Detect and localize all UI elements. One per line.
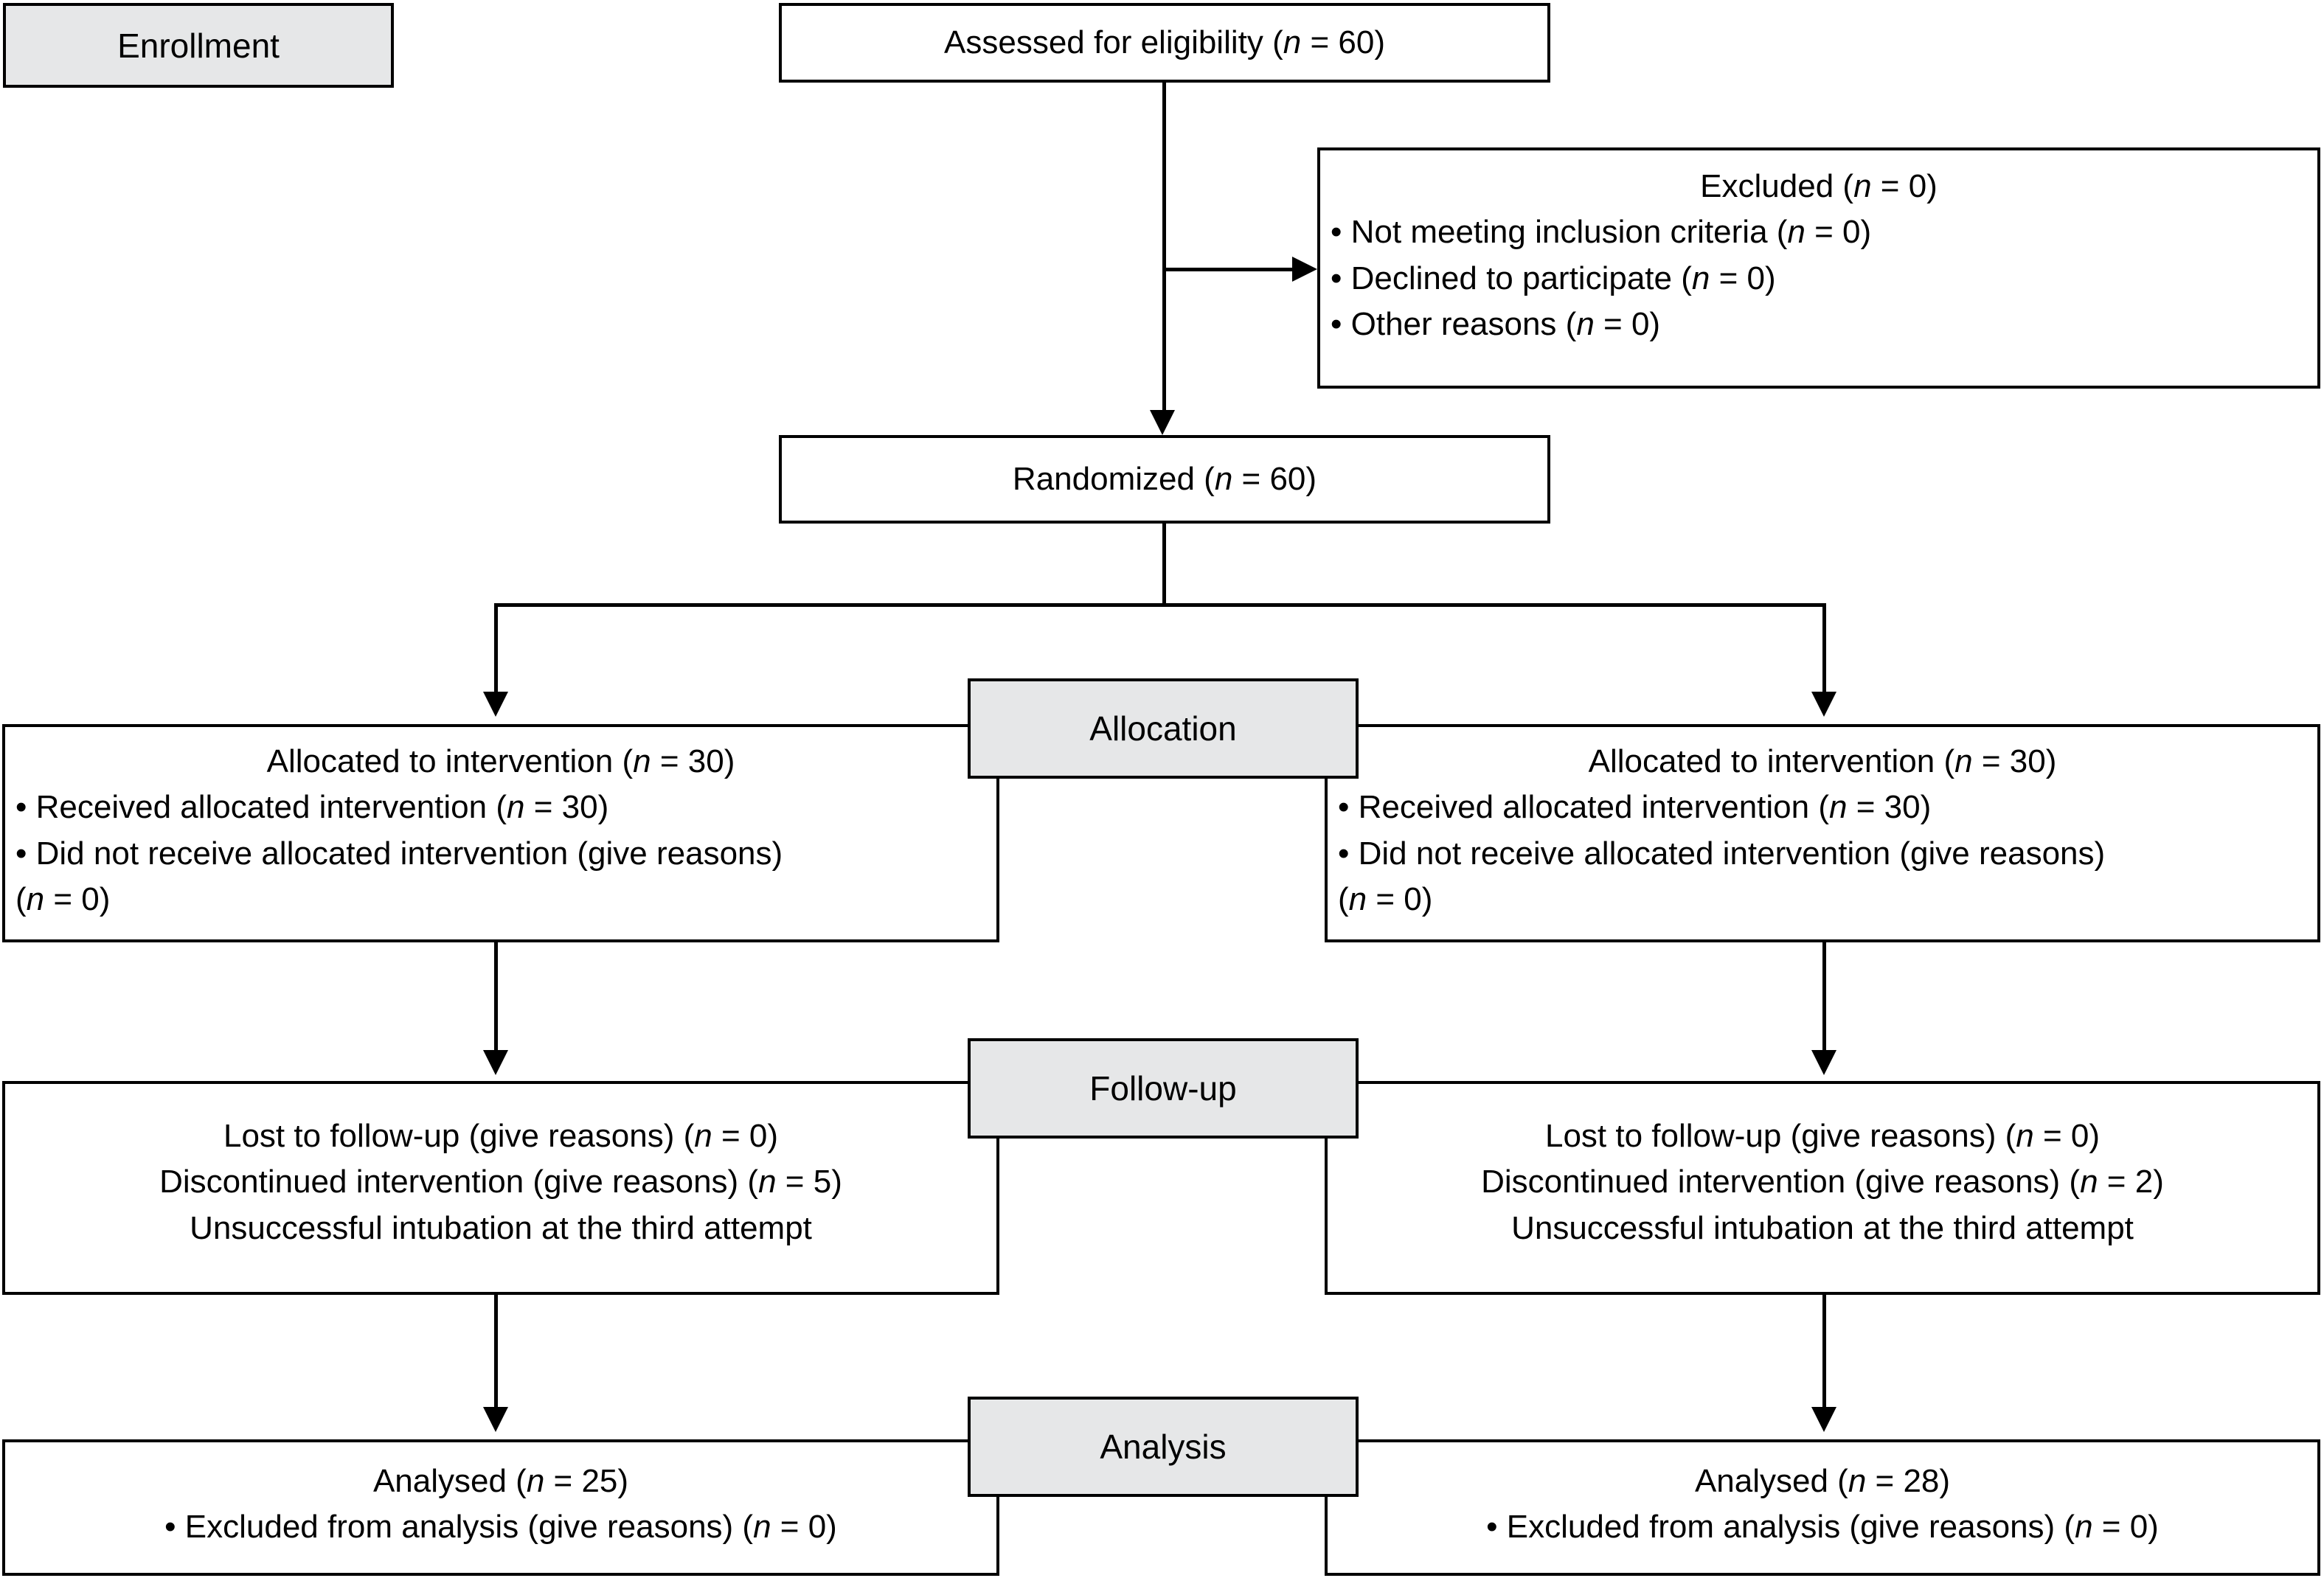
connector-split-left <box>494 603 498 695</box>
followup-left-line-0: Lost to follow-up (give reasons) (n = 0) <box>223 1118 779 1154</box>
box-excluded: Excluded (n = 0) • Not meeting inclusion… <box>1317 147 2320 389</box>
allocation-right-line-0: • Received allocated intervention (n = 3… <box>1338 789 1932 826</box>
n-italic: n <box>26 881 45 918</box>
arrow-to-excluded <box>1292 257 1317 282</box>
randomized-text: Randomized (n = 60) <box>1012 460 1317 497</box>
n-italic: n <box>1954 743 1973 779</box>
n-italic: n <box>2016 1118 2034 1154</box>
connector-assessed-to-excluded <box>1162 268 1295 271</box>
allocation-left-line-0: • Received allocated intervention (n = 3… <box>15 789 609 826</box>
stage-label-followup: Follow-up <box>968 1038 1359 1139</box>
stage-label-allocation-text: Allocation <box>1089 709 1237 748</box>
allocation-left-line-1: • Did not receive allocated intervention… <box>15 835 783 872</box>
n-italic: n <box>526 1463 545 1499</box>
n-italic: n <box>1829 789 1848 826</box>
connector-randomized-trunk <box>1162 524 1166 605</box>
analysis-left-line-0: • Excluded from analysis (give reasons) … <box>164 1509 837 1546</box>
n-italic: n <box>1853 168 1872 204</box>
allocation-right-line-1: • Did not receive allocated intervention… <box>1338 835 2106 872</box>
n-italic: n <box>1348 881 1367 918</box>
excluded-item-2: • Other reasons (n = 0) <box>1331 306 1661 343</box>
box-followup-left: Lost to follow-up (give reasons) (n = 0)… <box>2 1081 999 1295</box>
arrow-alloc-to-followup-right <box>1811 1050 1836 1075</box>
stage-label-allocation: Allocation <box>968 678 1359 779</box>
n-italic: n <box>1848 1463 1867 1499</box>
followup-right-line-2: Unsuccessful intubation at the third att… <box>1511 1209 2134 1246</box>
stage-label-enrollment: Enrollment <box>3 3 394 88</box>
n-italic: n <box>1691 260 1710 296</box>
connector-alloc-to-followup-left <box>494 942 498 1056</box>
analysis-left-title: Analysed (n = 25) <box>372 1463 629 1499</box>
n-italic: n <box>507 789 525 826</box>
connector-split-right <box>1822 603 1826 695</box>
stage-label-followup-text: Follow-up <box>1089 1069 1237 1108</box>
n-italic: n <box>753 1509 771 1546</box>
arrow-assessed-to-randomized <box>1150 410 1175 435</box>
connector-followup-to-analysis-right <box>1822 1295 1826 1410</box>
n-italic: n <box>633 743 651 779</box>
excluded-item-1: • Declined to participate (n = 0) <box>1331 260 1776 296</box>
box-allocation-right: Allocated to intervention (n = 30) • Rec… <box>1325 724 2320 942</box>
arrow-to-alloc-right <box>1811 692 1836 717</box>
connector-alloc-to-followup-right <box>1822 942 1826 1056</box>
n-italic: n <box>758 1164 777 1200</box>
allocation-right-line-2: (n = 0) <box>1338 881 1433 918</box>
followup-left-line-1: Discontinued intervention (give reasons)… <box>159 1164 842 1200</box>
n-italic: n <box>1787 214 1806 251</box>
followup-left-line-2: Unsuccessful intubation at the third att… <box>190 1209 812 1246</box>
n-italic: n <box>1283 24 1302 60</box>
n-italic: n <box>1214 460 1233 497</box>
box-allocation-left: Allocated to intervention (n = 30) • Rec… <box>2 724 999 942</box>
stage-label-analysis-text: Analysis <box>1100 1428 1227 1466</box>
arrow-to-alloc-left <box>483 692 508 717</box>
connector-split-bar <box>494 603 1826 607</box>
box-analysis-right: Analysed (n = 28) • Excluded from analys… <box>1325 1439 2320 1576</box>
allocation-left-title: Allocated to intervention (n = 30) <box>266 743 735 779</box>
n-italic: n <box>694 1118 712 1154</box>
allocation-left-line-2: (n = 0) <box>15 881 111 918</box>
excluded-item-0: • Not meeting inclusion criteria (n = 0) <box>1331 214 1872 251</box>
followup-right-line-1: Discontinued intervention (give reasons)… <box>1481 1164 2164 1200</box>
connector-assessed-trunk <box>1162 83 1166 416</box>
n-italic: n <box>1576 306 1595 343</box>
n-italic: n <box>2075 1509 2093 1546</box>
assessed-text: Assessed for eligibility (n = 60) <box>944 24 1385 60</box>
box-followup-right: Lost to follow-up (give reasons) (n = 0)… <box>1325 1081 2320 1295</box>
arrow-alloc-to-followup-left <box>483 1050 508 1075</box>
arrow-followup-to-analysis-right <box>1811 1407 1836 1432</box>
stage-label-analysis: Analysis <box>968 1397 1359 1497</box>
analysis-right-line-0: • Excluded from analysis (give reasons) … <box>1486 1509 2159 1546</box>
allocation-right-title: Allocated to intervention (n = 30) <box>1588 743 2057 779</box>
analysis-right-title: Analysed (n = 28) <box>1694 1463 1951 1499</box>
excluded-title: Excluded (n = 0) <box>1700 168 1938 204</box>
arrow-followup-to-analysis-left <box>483 1407 508 1432</box>
box-assessed-for-eligibility: Assessed for eligibility (n = 60) <box>779 3 1550 83</box>
box-analysis-left: Analysed (n = 25) • Excluded from analys… <box>2 1439 999 1576</box>
stage-label-enrollment-text: Enrollment <box>117 26 280 65</box>
n-italic: n <box>2080 1164 2098 1200</box>
followup-right-line-0: Lost to follow-up (give reasons) (n = 0) <box>1544 1118 2101 1154</box>
connector-followup-to-analysis-left <box>494 1295 498 1410</box>
box-randomized: Randomized (n = 60) <box>779 435 1550 524</box>
